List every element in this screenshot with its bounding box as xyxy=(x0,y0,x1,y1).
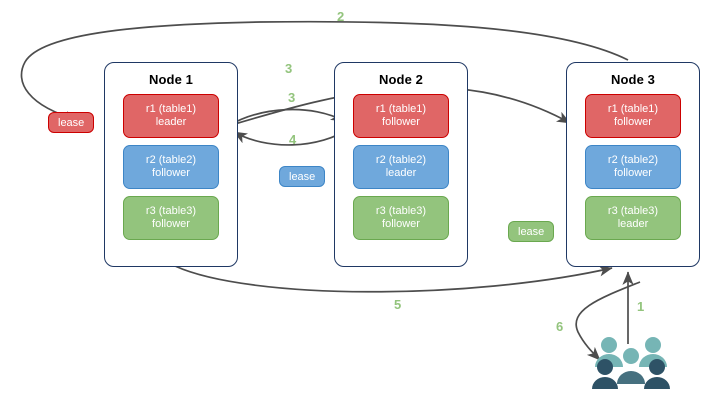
step-label-2: 2 xyxy=(337,9,345,24)
replica-role: follower xyxy=(152,218,190,230)
step-label-1: 1 xyxy=(637,299,645,314)
lease-badge-red: lease xyxy=(48,112,95,133)
step-label-4: 4 xyxy=(289,132,297,147)
lease-label: lease xyxy=(58,116,85,129)
replica-role: follower xyxy=(152,167,190,179)
replica-node3-r1: r1 (table1) follower xyxy=(585,94,681,138)
replica-name: r3 (table3) xyxy=(145,205,197,217)
node-box-node1: Node 1 r1 (table1) leader r2 (table2) fo… xyxy=(104,62,238,267)
replica-name: r3 (table3) xyxy=(607,205,659,217)
lease-label: lease xyxy=(289,170,316,183)
replica-name: r1 (table1) xyxy=(607,103,659,115)
step-label-3-node3: 3 xyxy=(285,61,293,76)
replica-role: leader xyxy=(385,167,417,179)
lease-badge-green: lease xyxy=(508,221,555,242)
replica-name: r2 (table2) xyxy=(145,154,197,166)
replica-node3-r2: r2 (table2) follower xyxy=(585,145,681,189)
edge-step-3-to-node2 xyxy=(227,108,345,127)
lease-label: lease xyxy=(518,225,545,238)
node-title-node1: Node 1 xyxy=(149,72,193,87)
replica-role: follower xyxy=(614,116,652,128)
replica-node1-r3: r3 (table3) follower xyxy=(123,196,219,240)
people-icon xyxy=(592,336,670,390)
replica-node3-r3: r3 (table3) leader xyxy=(585,196,681,240)
replica-node1-r1: r1 (table1) leader xyxy=(123,94,219,138)
lease-badge-blue: lease xyxy=(279,166,326,187)
replica-name: r3 (table3) xyxy=(375,205,427,217)
replica-name: r1 (table1) xyxy=(375,103,427,115)
step-label-3-node2: 3 xyxy=(288,90,296,105)
node-box-node3: Node 3 r1 (table1) follower r2 (table2) … xyxy=(566,62,700,267)
replica-name: r2 (table2) xyxy=(607,154,659,166)
replica-role: leader xyxy=(155,116,187,128)
replica-role: leader xyxy=(617,218,649,230)
replica-node2-r3: r3 (table3) follower xyxy=(353,196,449,240)
step-label-6: 6 xyxy=(556,319,564,334)
replica-node2-r2: r2 (table2) leader xyxy=(353,145,449,189)
edge-step-5 xyxy=(174,265,613,293)
replica-role: follower xyxy=(614,167,652,179)
replica-role: follower xyxy=(382,116,420,128)
node-box-node2: Node 2 r1 (table1) follower r2 (table2) … xyxy=(334,62,468,267)
node-title-node2: Node 2 xyxy=(379,72,423,87)
replica-node1-r2: r2 (table2) follower xyxy=(123,145,219,189)
step-label-5: 5 xyxy=(394,297,402,312)
replica-node2-r1: r1 (table1) follower xyxy=(353,94,449,138)
replica-name: r2 (table2) xyxy=(375,154,427,166)
replica-role: follower xyxy=(382,218,420,230)
node-title-node3: Node 3 xyxy=(611,72,655,87)
replica-name: r1 (table1) xyxy=(145,103,197,115)
